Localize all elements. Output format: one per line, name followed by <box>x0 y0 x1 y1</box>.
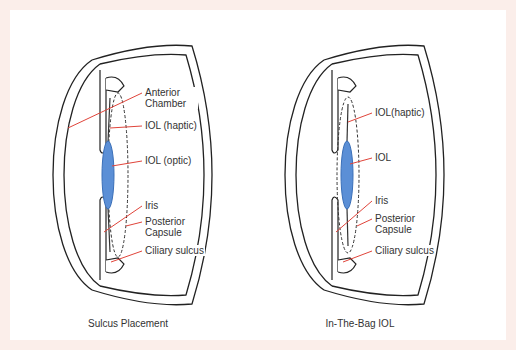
part-label: IOL (optic) <box>144 155 192 166</box>
background-panel <box>10 10 506 340</box>
part-label: Iris <box>144 200 159 211</box>
part-label: IOL (haptic) <box>144 120 198 131</box>
part-label: IOL(haptic) <box>374 107 425 118</box>
part-label: Iris <box>374 195 389 206</box>
left-eye <box>53 45 212 304</box>
part-label: Ciliary sulcus <box>374 245 435 256</box>
part-label: IOL <box>374 152 392 163</box>
part-label: Ciliary sulcus <box>144 245 205 256</box>
caption-text: In-The-Bag IOL <box>326 318 395 330</box>
right-eye <box>285 45 444 304</box>
leader-lines <box>68 93 372 262</box>
caption-text: Sulcus Placement <box>88 318 168 330</box>
part-label: Posterior Capsule <box>374 213 428 235</box>
part-label: Anterior Chamber <box>144 87 198 109</box>
part-label: Posterior Capsule <box>144 216 198 238</box>
